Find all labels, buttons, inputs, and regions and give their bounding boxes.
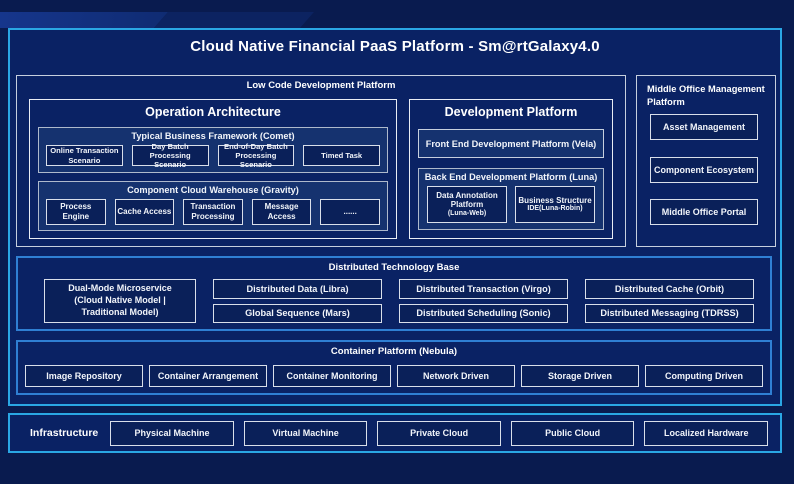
section-middle-office-management-platform: Middle Office Management Platform Asset … xyxy=(636,75,776,247)
section-infrastructure: Infrastructure Physical Machine Virtual … xyxy=(8,413,782,453)
distributed-column-2: Distributed Transaction (Virgo) Distribu… xyxy=(399,279,568,323)
main-panel: Cloud Native Financial PaaS Platform - S… xyxy=(8,28,782,406)
operation-architecture-title: Operation Architecture xyxy=(145,105,281,119)
distributed-column-1: Distributed Data (Libra) Global Sequence… xyxy=(213,279,382,323)
box-component-ecosystem: Component Ecosystem xyxy=(650,157,758,183)
distributed-items: Dual-Mode Microservice (Cloud Native Mod… xyxy=(44,279,754,323)
box-data-annotation-platform: Data Annotation Platform (Luna-Web) xyxy=(427,186,507,223)
box-virtual-machine: Virtual Machine xyxy=(243,420,368,446)
box-image-repository: Image Repository xyxy=(25,365,143,387)
box-container-arrangement: Container Arrangement xyxy=(149,365,267,387)
container-platform-title: Container Platform (Nebula) xyxy=(330,346,458,357)
box-front-end-development-platform: Front End Development Platform (Vela) xyxy=(418,129,604,158)
box-ellipsis: ...... xyxy=(320,199,380,225)
section-low-code-development-platform: Low Code Development Platform Operation … xyxy=(16,75,626,247)
typical-business-framework-box: Typical Business Framework (Comet) Onlin… xyxy=(38,127,388,173)
box-distributed-data: Distributed Data (Libra) xyxy=(213,279,382,299)
box-distributed-transaction: Distributed Transaction (Virgo) xyxy=(399,279,568,299)
box-distributed-messaging: Distributed Messaging (TDRSS) xyxy=(585,303,754,323)
infrastructure-title: Infrastructure xyxy=(30,427,99,439)
section-distributed-technology-base: Distributed Technology Base Dual-Mode Mi… xyxy=(16,256,772,331)
decorative-stripe-bright xyxy=(0,12,168,28)
box-physical-machine: Physical Machine xyxy=(110,420,234,446)
box-distributed-cache: Distributed Cache (Orbit) xyxy=(585,279,754,299)
typical-business-framework-title: Typical Business Framework (Comet) xyxy=(131,131,295,141)
box-distributed-scheduling: Distributed Scheduling (Sonic) xyxy=(399,303,568,323)
box-day-batch-processing-scenario: Day Batch Processing Scenario xyxy=(131,142,209,169)
section-container-platform: Container Platform (Nebula) Image Reposi… xyxy=(16,340,772,395)
box-transaction-processing: Transaction Processing xyxy=(183,199,243,225)
page-title: Cloud Native Financial PaaS Platform - S… xyxy=(190,38,600,55)
box-online-transaction-scenario: Online Transaction Scenario xyxy=(46,145,123,166)
development-platform-title: Development Platform xyxy=(444,105,578,119)
box-middle-office-portal: Middle Office Portal xyxy=(650,199,758,225)
low-code-title: Low Code Development Platform xyxy=(246,80,396,91)
box-storage-driven: Storage Driven xyxy=(521,365,639,387)
data-annotation-sub: (Luna-Web) xyxy=(447,209,487,217)
operation-architecture-box: Operation Architecture Typical Business … xyxy=(29,99,397,239)
box-timed-task: Timed Task xyxy=(303,145,380,166)
middle-office-title: Middle Office Management Platform xyxy=(647,84,765,107)
box-container-monitoring: Container Monitoring xyxy=(273,365,391,387)
back-end-items: Data Annotation Platform (Luna-Web) Busi… xyxy=(419,182,603,223)
business-structure-sub: IDE(Luna-Robin) xyxy=(527,205,583,213)
box-public-cloud: Public Cloud xyxy=(510,420,635,446)
box-global-sequence: Global Sequence (Mars) xyxy=(213,303,382,323)
box-computing-driven: Computing Driven xyxy=(645,365,763,387)
box-dual-mode-microservice: Dual-Mode Microservice (Cloud Native Mod… xyxy=(44,279,196,323)
decorative-stripe-faint xyxy=(154,12,314,28)
box-process-engine: Process Engine xyxy=(46,199,106,225)
box-message-access: Message Access xyxy=(251,199,312,225)
component-cloud-warehouse-items: Process Engine Cache Access Transaction … xyxy=(39,195,387,225)
box-end-of-day-batch-processing-scenario: End-of-Day Batch Processing Scenario xyxy=(217,142,295,169)
box-asset-management: Asset Management xyxy=(650,114,758,140)
back-end-title: Back End Development Platform (Luna) xyxy=(424,172,598,182)
box-business-structure-ide: Business Structure IDE(Luna-Robin) xyxy=(515,186,595,223)
box-cache-access: Cache Access xyxy=(114,199,175,225)
development-platform-box: Development Platform Front End Developme… xyxy=(409,99,613,239)
typical-business-framework-items: Online Transaction Scenario Day Batch Pr… xyxy=(39,141,387,169)
box-localized-hardware: Localized Hardware xyxy=(644,420,768,446)
back-end-development-platform-box: Back End Development Platform (Luna) Dat… xyxy=(418,168,604,230)
distributed-column-3: Distributed Cache (Orbit) Distributed Me… xyxy=(585,279,754,323)
component-cloud-warehouse-box: Component Cloud Warehouse (Gravity) Proc… xyxy=(38,181,388,231)
box-network-driven: Network Driven xyxy=(397,365,515,387)
box-private-cloud: Private Cloud xyxy=(377,420,501,446)
container-platform-items: Image Repository Container Arrangement C… xyxy=(25,365,763,387)
component-cloud-warehouse-title: Component Cloud Warehouse (Gravity) xyxy=(127,185,299,195)
data-annotation-name: Data Annotation Platform xyxy=(436,190,498,210)
business-structure-name: Business Structure xyxy=(518,195,592,205)
infrastructure-items: Physical Machine Virtual Machine Private… xyxy=(110,420,768,446)
distributed-title: Distributed Technology Base xyxy=(328,262,460,273)
